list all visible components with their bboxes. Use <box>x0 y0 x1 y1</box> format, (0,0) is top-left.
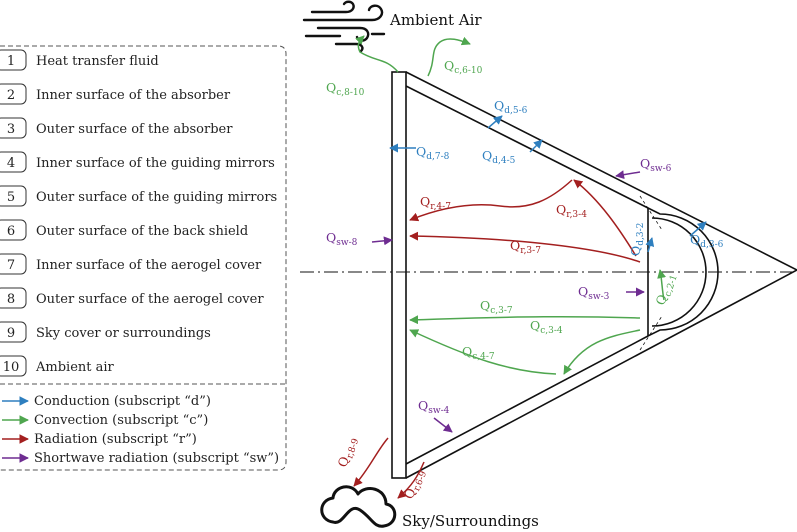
legend-item-6: 6 Outer surface of the back shield <box>0 219 248 241</box>
legend-mode-conduction: Conduction (subscript “d”) <box>2 394 211 409</box>
ambient-air-label: Ambient Air <box>389 11 482 29</box>
svg-text:Inner surface of the guiding m: Inner surface of the guiding mirrors <box>36 156 275 171</box>
svg-text:Outer surface of the aerogel c: Outer surface of the aerogel cover <box>36 292 264 307</box>
label-qr37: Qr,3-7 <box>510 238 541 256</box>
svg-text:7: 7 <box>7 258 15 273</box>
legend: 1 Heat transfer fluid 2 Inner surface of… <box>0 45 287 471</box>
label-qr47: Qr,4-7 <box>420 194 451 212</box>
arrow-qc47 <box>409 329 557 375</box>
legend-item-5: 5 Outer surface of the guiding mirrors <box>0 185 277 207</box>
collector-geometry <box>300 71 797 479</box>
legend-mode-shortwave: Shortwave radiation (subscript “sw”) <box>2 451 279 466</box>
label-qsw4: Qsw-4 <box>418 398 450 416</box>
label-qd78: Qd,7-8 <box>416 144 450 162</box>
arrow-qc34 <box>563 329 641 375</box>
cloud-icon <box>320 485 397 528</box>
label-qd36: Qd,3-6 <box>690 232 724 250</box>
arrow-qr37 <box>409 231 641 263</box>
legend-item-2: 2 Inner surface of the absorber <box>0 83 231 105</box>
arrow-qc810 <box>355 35 399 73</box>
legend-item-4: 4 Inner surface of the guiding mirrors <box>0 151 275 173</box>
arrow-qd36 <box>689 221 707 237</box>
legend-mode-radiation: Radiation (subscript “r”) <box>2 432 197 447</box>
arrow-qsw6 <box>615 170 641 180</box>
svg-text:3: 3 <box>7 122 15 137</box>
arrow-qd56 <box>487 115 503 129</box>
legend-border <box>0 45 287 471</box>
svg-text:4: 4 <box>7 156 15 171</box>
svg-text:Outer surface of the absorber: Outer surface of the absorber <box>36 122 233 137</box>
svg-text:5: 5 <box>7 190 15 205</box>
arrow-qd32 <box>645 237 655 253</box>
label-qr34: Qr,3-4 <box>556 202 587 220</box>
label-qc34: Qc,3-4 <box>530 318 563 336</box>
arrow-qr34 <box>573 179 637 257</box>
label-qsw6: Qsw-6 <box>640 156 672 174</box>
legend-item-3: 3 Outer surface of the absorber <box>0 117 233 139</box>
legend-item-1: 1 Heat transfer fluid <box>0 49 159 71</box>
svg-text:10: 10 <box>3 360 20 375</box>
arrow-qr69 <box>397 461 425 499</box>
label-qc37: Qc,3-7 <box>480 298 513 316</box>
svg-text:Shortwave radiation (subscript: Shortwave radiation (subscript “sw”) <box>34 451 279 466</box>
svg-text:8: 8 <box>7 292 15 307</box>
svg-text:Sky cover or surroundings: Sky cover or surroundings <box>36 326 211 341</box>
svg-text:9: 9 <box>7 326 15 341</box>
label-qr89: Qr,8-9 <box>335 435 362 470</box>
legend-item-10: 10 Ambient air <box>0 355 115 377</box>
svg-text:Conduction (subscript “d”): Conduction (subscript “d”) <box>34 394 211 409</box>
label-qsw3: Qsw-3 <box>578 284 610 302</box>
svg-text:Outer surface of the back shie: Outer surface of the back shield <box>36 224 248 239</box>
arrow-qc21 <box>657 269 666 301</box>
arrow-qr47 <box>409 179 573 222</box>
svg-text:6: 6 <box>7 224 15 239</box>
legend-item-8: 8 Outer surface of the aerogel cover <box>0 287 264 309</box>
svg-text:Convection (subscript “c”): Convection (subscript “c”) <box>34 413 208 428</box>
arrow-qc610 <box>427 36 471 77</box>
svg-text:Ambient air: Ambient air <box>35 360 115 375</box>
label-qc47: Qc,4-7 <box>462 344 495 362</box>
svg-text:Heat transfer fluid: Heat transfer fluid <box>36 54 159 69</box>
absorber <box>647 206 719 338</box>
aerogel-cover <box>391 71 407 479</box>
arrow-qc37 <box>409 315 641 325</box>
svg-text:Inner surface of the absorber: Inner surface of the absorber <box>36 88 231 103</box>
upper-mirror <box>405 85 649 209</box>
svg-text:Outer surface of the guiding m: Outer surface of the guiding mirrors <box>36 190 277 205</box>
arrow-qsw4 <box>433 417 453 433</box>
svg-text:Inner surface of the aerogel c: Inner surface of the aerogel cover <box>36 258 262 273</box>
label-qd32: Qd,3-2 <box>628 223 646 256</box>
label-qc810: Qc,8-10 <box>326 80 365 98</box>
legend-item-7: 7 Inner surface of the aerogel cover <box>0 253 262 275</box>
legend-mode-convection: Convection (subscript “c”) <box>2 413 208 428</box>
label-qc610: Qc,6-10 <box>444 58 483 76</box>
label-qd45: Qd,4-5 <box>482 148 516 166</box>
svg-text:Radiation (subscript “r”): Radiation (subscript “r”) <box>34 432 197 447</box>
legend-item-9: 9 Sky cover or surroundings <box>0 321 211 343</box>
label-qsw8: Qsw-8 <box>326 230 358 248</box>
wind-icon <box>302 0 386 53</box>
absorber-inner <box>651 217 707 327</box>
arrow-qsw8 <box>371 236 393 246</box>
label-qd56: Qd,5-6 <box>494 98 528 116</box>
upper-back-shield <box>405 71 797 271</box>
arrow-qr89 <box>353 437 389 487</box>
svg-text:1: 1 <box>7 54 15 69</box>
lower-mirror <box>405 335 649 465</box>
lower-back-shield <box>405 269 797 479</box>
arrow-qd45 <box>529 139 543 153</box>
svg-text:2: 2 <box>7 88 15 103</box>
sky-surroundings-label: Sky/Surroundings <box>402 512 539 530</box>
